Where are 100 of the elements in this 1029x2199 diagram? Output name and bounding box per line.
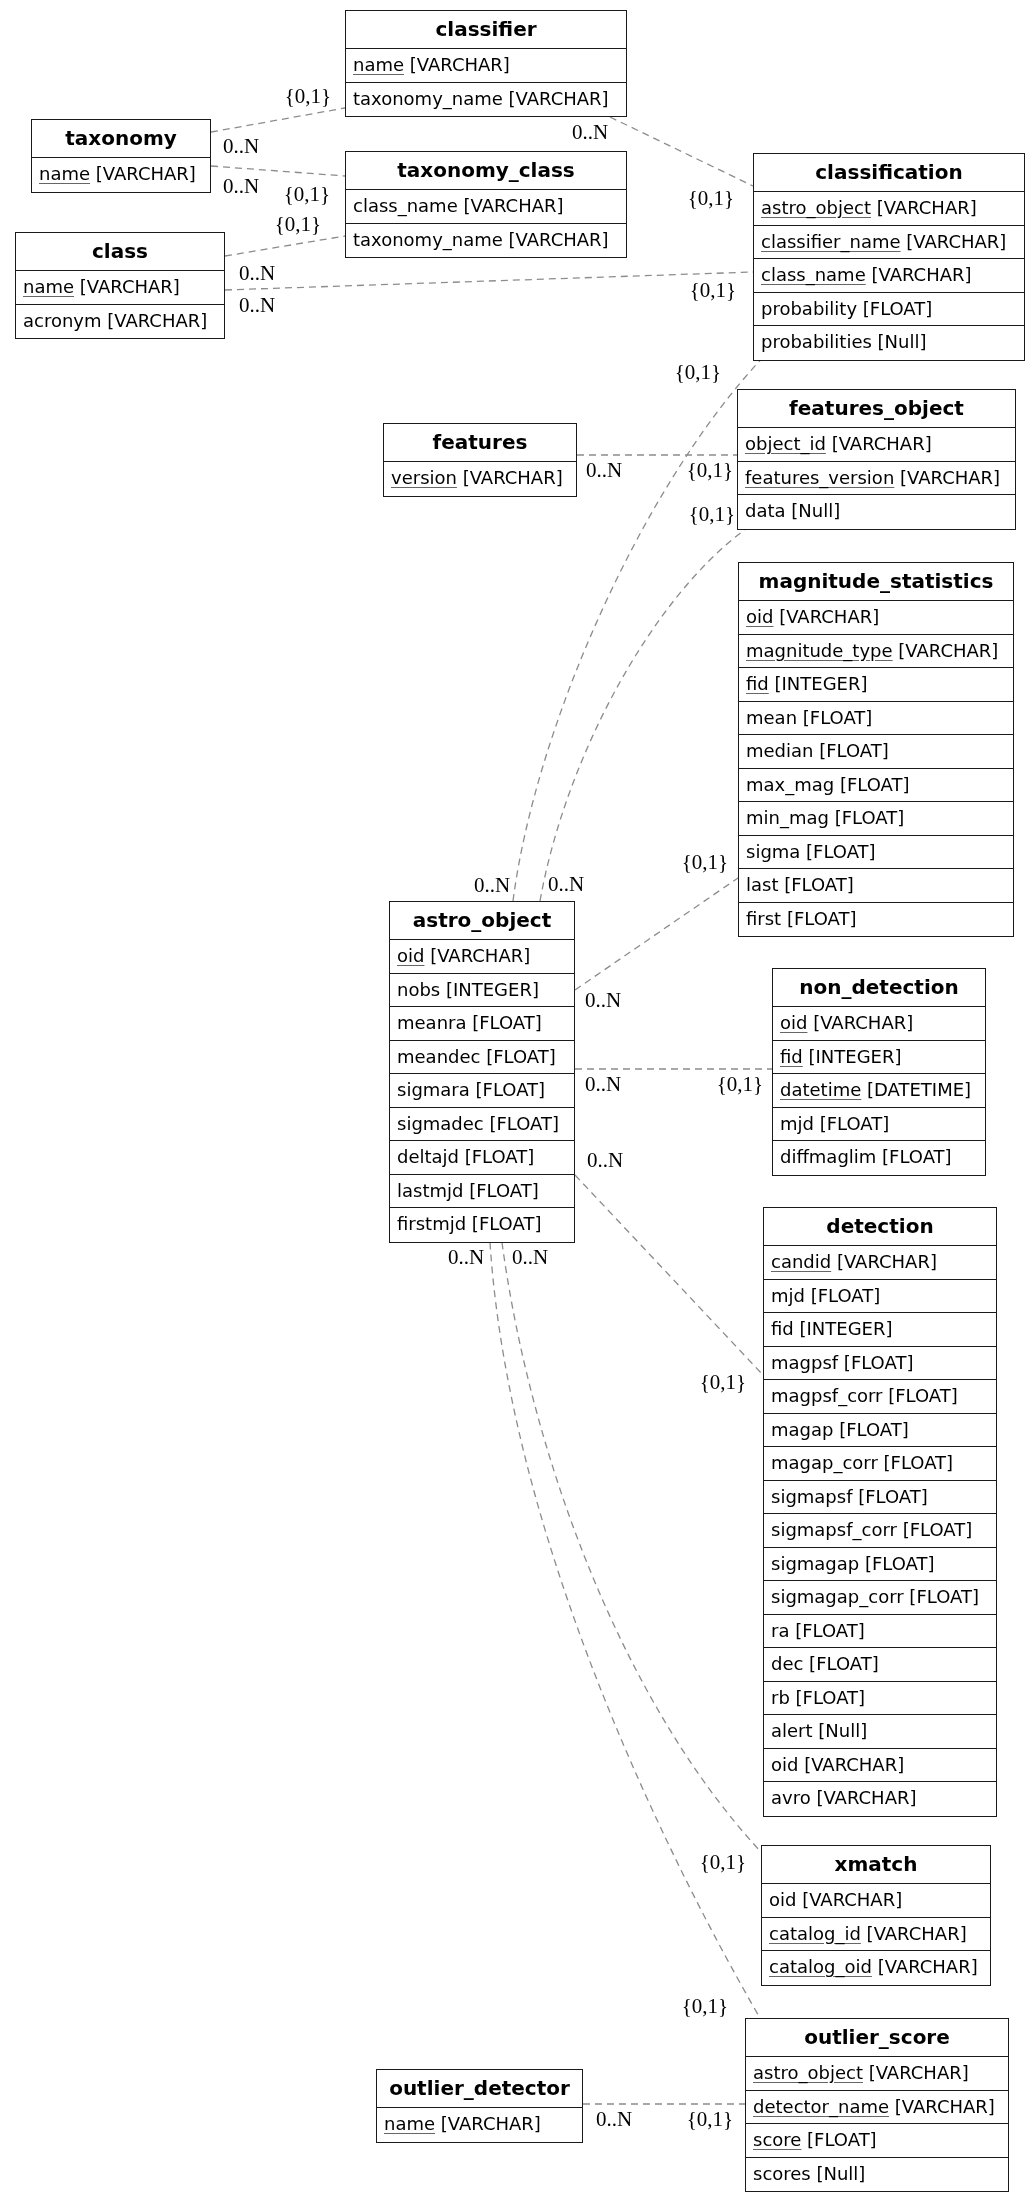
table-column: sigmapsf [FLOAT]	[764, 1480, 996, 1514]
table-column: object_id [VARCHAR]	[738, 428, 1015, 462]
relationship-line	[210, 165, 346, 177]
cardinality-label: {0,1}	[686, 2107, 734, 2131]
relationship-line	[224, 235, 346, 257]
table-column: sigmagap_corr [FLOAT]	[764, 1581, 996, 1615]
cardinality-label: 0..N	[511, 1245, 549, 1269]
table-column: magpsf [FLOAT]	[764, 1346, 996, 1380]
entity-table	[389, 901, 575, 1243]
table-column: nobs [INTEGER]	[390, 973, 574, 1007]
entity-table	[753, 153, 1025, 361]
table-column: fid [INTEGER]	[739, 668, 1013, 702]
relationship-line	[582, 2103, 746, 2105]
table-column: magap [FLOAT]	[764, 1413, 996, 1447]
table-column: dec [FLOAT]	[764, 1648, 996, 1682]
relationship-line	[574, 877, 739, 991]
entity-table	[745, 2018, 1009, 2192]
table-column: last [FLOAT]	[739, 869, 1013, 903]
relationship-line	[512, 359, 761, 902]
table-title: outlier_detector	[377, 2070, 582, 2108]
cardinality-label: 0..N	[585, 458, 623, 482]
relationship-line	[210, 107, 346, 133]
cardinality-label: 0..N	[547, 872, 585, 896]
cardinality-label: 0..N	[586, 1148, 624, 1172]
table-title: classifier	[346, 11, 626, 49]
table-column: acronym [VARCHAR]	[16, 304, 224, 338]
table-column: meandec [FLOAT]	[390, 1040, 574, 1074]
table-title: astro_object	[390, 902, 574, 940]
table-column: firstmjd [FLOAT]	[390, 1208, 574, 1242]
table-column: name [VARCHAR]	[377, 2108, 582, 2142]
table-column: astro_object [VARCHAR]	[746, 2057, 1008, 2091]
table-title: features_object	[738, 390, 1015, 428]
cardinality-label: 0..N	[473, 873, 511, 897]
table-column: lastmjd [FLOAT]	[390, 1174, 574, 1208]
table-column: oid [VARCHAR]	[390, 940, 574, 974]
relationship-line	[609, 116, 754, 187]
table-column: median [FLOAT]	[739, 735, 1013, 769]
cardinality-label: 0..N	[595, 2107, 633, 2131]
entity-table	[15, 232, 225, 339]
table-column: first [FLOAT]	[739, 902, 1013, 936]
table-title: magnitude_statistics	[739, 563, 1013, 601]
entity-table	[345, 151, 627, 258]
table-column: mjd [FLOAT]	[773, 1107, 985, 1141]
table-column: name [VARCHAR]	[16, 271, 224, 305]
entity-table	[737, 389, 1016, 530]
entity-table	[761, 1845, 991, 1986]
table-column: name [VARCHAR]	[346, 49, 626, 83]
cardinality-label: {0,1}	[681, 850, 729, 874]
cardinality-label: 0..N	[447, 1245, 485, 1269]
cardinality-label: 0..N	[584, 988, 622, 1012]
table-column: class_name [VARCHAR]	[754, 259, 1024, 293]
cardinality-label: 0..N	[222, 134, 260, 158]
table-column: sigmagap [FLOAT]	[764, 1547, 996, 1581]
table-title: detection	[764, 1208, 996, 1246]
table-column: avro [VARCHAR]	[764, 1782, 996, 1816]
entity-table	[738, 562, 1014, 937]
table-title: classification	[754, 154, 1024, 192]
table-column: mean [FLOAT]	[739, 701, 1013, 735]
table-column: taxonomy_name [VARCHAR]	[346, 82, 626, 116]
table-column: magpsf_corr [FLOAT]	[764, 1380, 996, 1414]
table-column: score [FLOAT]	[746, 2124, 1008, 2158]
table-column: diffmaglim [FLOAT]	[773, 1141, 985, 1175]
relationship-line	[574, 1174, 764, 1376]
table-column: oid [VARCHAR]	[764, 1748, 996, 1782]
table-column: version [VARCHAR]	[384, 462, 576, 496]
cardinality-label: {0,1}	[681, 1994, 729, 2018]
relationship-line	[574, 1068, 773, 1070]
cardinality-label: {0,1}	[283, 182, 331, 206]
table-column: mjd [FLOAT]	[764, 1279, 996, 1313]
table-title: features	[384, 424, 576, 462]
table-column: probability [FLOAT]	[754, 292, 1024, 326]
entity-table	[376, 2069, 583, 2143]
table-title: taxonomy_class	[346, 152, 626, 190]
table-column: astro_object [VARCHAR]	[754, 192, 1024, 226]
cardinality-label: {0,1}	[284, 84, 332, 108]
table-column: data [Null]	[738, 495, 1015, 529]
table-column: sigmara [FLOAT]	[390, 1074, 574, 1108]
table-column: features_version [VARCHAR]	[738, 461, 1015, 495]
table-title: taxonomy	[32, 120, 210, 158]
table-column: datetime [DATETIME]	[773, 1074, 985, 1108]
table-column: fid [INTEGER]	[764, 1313, 996, 1347]
relationship-line	[576, 454, 738, 456]
table-column: sigmadec [FLOAT]	[390, 1107, 574, 1141]
table-column: sigmapsf_corr [FLOAT]	[764, 1514, 996, 1548]
entity-table	[772, 968, 986, 1176]
table-column: min_mag [FLOAT]	[739, 802, 1013, 836]
table-column: detector_name [VARCHAR]	[746, 2090, 1008, 2124]
table-column: oid [VARCHAR]	[739, 601, 1013, 635]
table-column: oid [VARCHAR]	[762, 1884, 990, 1918]
cardinality-label: {0,1}	[687, 186, 735, 210]
table-column: candid [VARCHAR]	[764, 1246, 996, 1280]
table-column: ra [FLOAT]	[764, 1614, 996, 1648]
cardinality-label: {0,1}	[274, 212, 322, 236]
table-title: non_detection	[773, 969, 985, 1007]
table-column: scores [Null]	[746, 2157, 1008, 2191]
table-column: catalog_id [VARCHAR]	[762, 1917, 990, 1951]
cardinality-label: 0..N	[571, 120, 609, 144]
cardinality-label: {0,1}	[674, 360, 722, 384]
table-column: oid [VARCHAR]	[773, 1007, 985, 1041]
cardinality-label: {0,1}	[699, 1370, 747, 1394]
